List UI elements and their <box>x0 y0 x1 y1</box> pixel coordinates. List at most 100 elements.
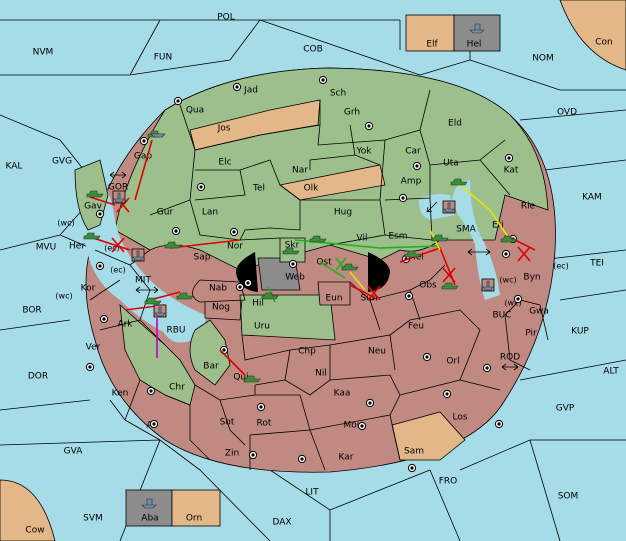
label-chp: Chp <box>298 347 316 357</box>
supply-center-dot <box>367 124 371 128</box>
fleet-unit-icon[interactable] <box>141 498 157 509</box>
supply-center-icon <box>229 227 239 237</box>
supply-center-icon <box>146 386 156 396</box>
label-sch: Sch <box>330 89 346 99</box>
fleet-unit-icon[interactable] <box>112 190 126 204</box>
army-unit-icon[interactable] <box>164 241 182 249</box>
label-fro: FRO <box>439 477 458 487</box>
label-mel: Mel <box>408 253 424 263</box>
label-rbu: RBU <box>166 326 185 336</box>
army-shape <box>144 297 162 305</box>
army-unit-icon[interactable] <box>404 250 422 258</box>
sea-inner-channel-east <box>452 180 500 300</box>
label-her: Her <box>69 242 85 252</box>
army-shape <box>282 247 300 255</box>
supply-center-icon <box>412 161 422 171</box>
fleet-shape <box>443 202 455 213</box>
army-shape <box>450 178 468 186</box>
label-som: SOM <box>558 492 579 502</box>
supply-center-dot <box>401 196 405 200</box>
army-shape <box>176 292 194 300</box>
fleet-unit-icon[interactable] <box>469 23 485 34</box>
coast-her-wc: (wc) <box>57 219 74 228</box>
label-lan: Lan <box>202 208 218 218</box>
army-unit-icon[interactable] <box>431 234 449 242</box>
fleet-unit-icon[interactable] <box>153 304 167 318</box>
coast-kor-ec: (ec) <box>110 266 126 275</box>
label-eld: Eld <box>448 119 462 129</box>
label-mit: MIT <box>135 276 151 286</box>
label-qui: Qui <box>233 373 248 383</box>
army-unit-icon[interactable] <box>341 263 359 271</box>
supply-center-icon <box>504 153 514 163</box>
fleet-unit-icon[interactable] <box>442 200 456 214</box>
label-lit: LIT <box>305 488 319 498</box>
army-unit-icon[interactable] <box>243 375 261 383</box>
supply-center-icon <box>297 454 307 464</box>
army-shape <box>500 235 518 243</box>
land-uru[interactable] <box>239 294 336 341</box>
black-pond-east <box>368 252 390 292</box>
order-red-arrow <box>89 196 116 206</box>
label-qua: Qua <box>186 106 204 116</box>
label-kup: KUP <box>571 327 589 337</box>
army-unit-icon[interactable] <box>282 247 300 255</box>
land-orn[interactable] <box>171 489 221 527</box>
label-nog: Nog <box>212 303 230 313</box>
supply-center-dot <box>251 453 255 457</box>
label-byn: Byn <box>523 273 540 283</box>
army-unit-icon[interactable] <box>441 282 459 290</box>
main-island <box>74 67 556 473</box>
label-esm: Esm <box>388 232 407 242</box>
label-jad: Jad <box>243 86 258 96</box>
supply-center-dot <box>504 252 508 256</box>
dislodged-marks <box>111 197 531 301</box>
label-gap: Gap <box>134 152 152 162</box>
order-yellow-arrow <box>459 184 511 241</box>
army-unit-icon[interactable] <box>83 232 101 240</box>
label-gvp: GVP <box>556 404 575 414</box>
label-kar: Kar <box>339 453 354 463</box>
supply-center-dot <box>232 230 236 234</box>
supply-center-dot <box>425 355 429 359</box>
label-car: Car <box>405 147 421 157</box>
fleet-unit-icon[interactable] <box>150 133 166 138</box>
coast-byn-wc: (wc) <box>499 276 516 285</box>
army-shape <box>164 241 182 249</box>
army-shape <box>431 234 449 242</box>
supply-center-dot <box>98 212 102 216</box>
label-ver: Ver <box>86 343 101 353</box>
supply-center-icon <box>494 419 504 429</box>
label-con: Con <box>595 38 613 48</box>
label-gwa: Gwa <box>529 307 549 317</box>
label-hug: Hug <box>334 208 352 218</box>
island-green-north <box>114 67 549 271</box>
fleet-unit-icon[interactable] <box>481 278 495 292</box>
supply-center-icon <box>235 282 245 292</box>
army-unit-icon[interactable] <box>86 190 104 198</box>
army-unit-icon[interactable] <box>176 292 194 300</box>
label-rie: Rie <box>521 202 536 212</box>
label-cow: Cow <box>25 526 44 536</box>
label-nor: Nor <box>227 242 243 252</box>
army-shape <box>441 282 459 290</box>
land-bar[interactable] <box>189 319 231 386</box>
label-eun: Eun <box>325 294 342 304</box>
land-hel[interactable] <box>453 14 501 52</box>
army-unit-icon[interactable] <box>450 178 468 186</box>
label-kaa: Kaa <box>334 389 351 399</box>
label-bar: Bar <box>203 362 219 372</box>
label-obs: Obs <box>419 281 437 291</box>
supply-center-icon <box>398 193 408 203</box>
land-eun[interactable] <box>317 281 351 306</box>
supply-center-icon <box>357 421 367 431</box>
army-unit-icon[interactable] <box>261 292 279 300</box>
army-unit-icon[interactable] <box>309 235 327 243</box>
label-ovd: OVD <box>557 108 577 118</box>
label-cob: COB <box>303 45 323 55</box>
fleet-unit-icon[interactable] <box>131 248 145 262</box>
army-unit-icon[interactable] <box>500 235 518 243</box>
army-unit-icon[interactable] <box>144 297 162 305</box>
fleet-shape <box>132 250 144 261</box>
label-elf: Elf <box>426 40 438 50</box>
